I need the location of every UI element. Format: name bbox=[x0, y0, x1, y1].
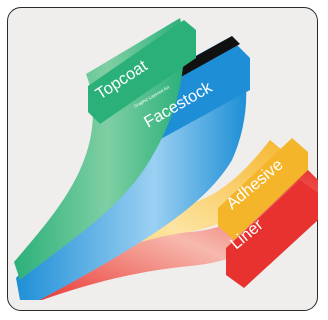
adhesive-tab bbox=[218, 138, 308, 240]
topcoat-tab bbox=[88, 20, 196, 124]
liner-tab bbox=[226, 180, 318, 288]
